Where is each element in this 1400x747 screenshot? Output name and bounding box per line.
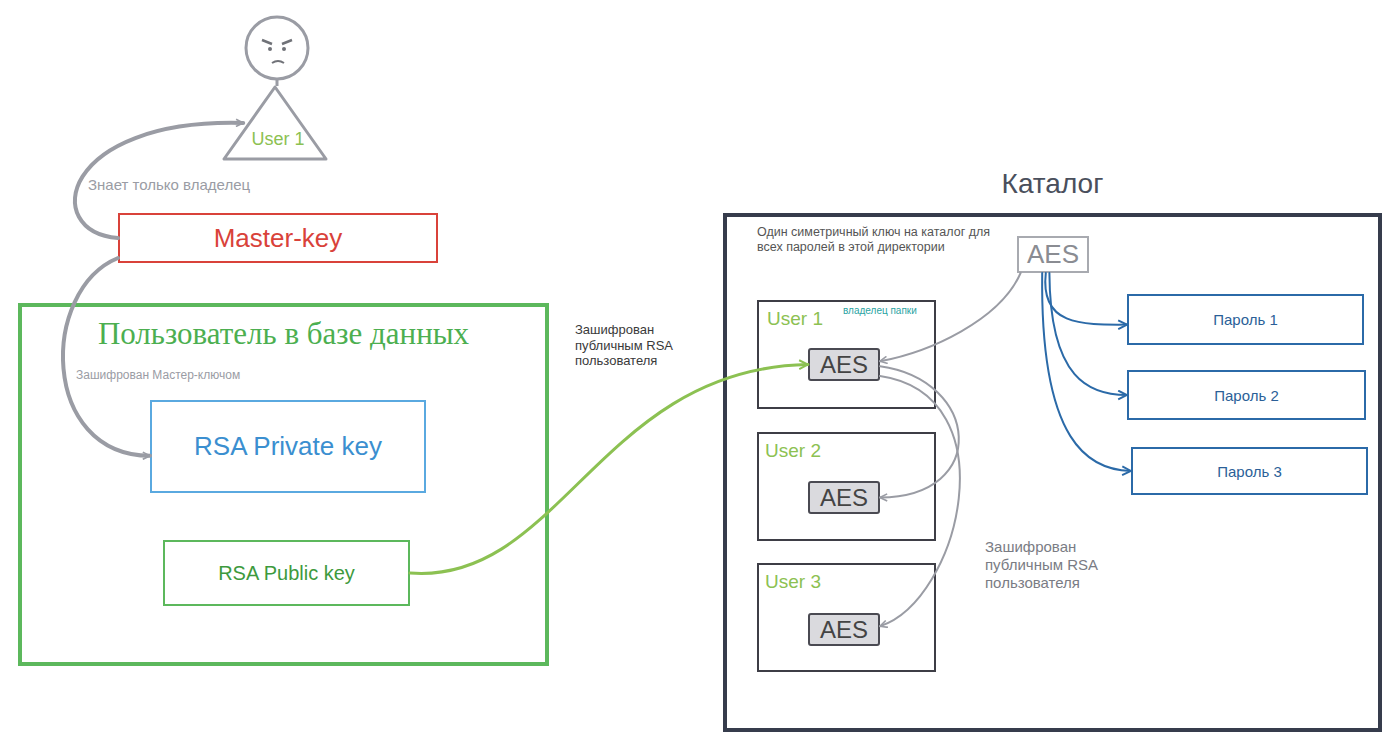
box-text: RSA Public key	[165, 542, 408, 604]
password-box: Пароль 2	[1127, 370, 1366, 420]
curved-arrow	[1049, 273, 1127, 395]
note-text: Один симетричный ключ на каталог для все…	[757, 225, 1007, 255]
edge-label: Зашифрован публичным RSA пользователя	[985, 538, 1135, 592]
triangle-outline	[222, 85, 328, 161]
group-heading: Каталог	[727, 167, 1378, 201]
box-text: Master-key	[120, 215, 436, 261]
password-box: Пароль 1	[1127, 294, 1364, 345]
curved-arrow	[880, 273, 1021, 361]
master-key-box: Master-key	[118, 213, 438, 263]
curved-arrow	[410, 365, 808, 574]
private-key-box: RSA Private key	[150, 400, 426, 493]
user-slot: User 3 AES	[757, 563, 936, 672]
catalog-group: КаталогОдин симетричный ключ на каталог …	[723, 213, 1382, 732]
curved-arrow	[1042, 273, 1131, 471]
curved-arrow	[880, 376, 960, 626]
edge-label: Зашифрован Мастер-ключом	[76, 368, 316, 382]
box-text: Пароль 3	[1133, 449, 1366, 493]
box-text: Пароль 2	[1129, 372, 1364, 418]
owner-note: владелец папки	[843, 305, 917, 317]
aes-key: AES	[808, 481, 880, 514]
password-box: Пароль 3	[1131, 447, 1368, 495]
aes-key: AES	[808, 348, 880, 381]
database-user-group: Пользователь в базе данныхRSA Private ke…	[18, 303, 549, 666]
public-key-box: RSA Public key	[163, 540, 410, 606]
aes-key: AES	[808, 613, 880, 646]
edge-label: Зашифрован публичным RSA пользователя	[575, 322, 700, 369]
group-heading: Пользователь в базе данных	[22, 315, 545, 352]
box-text: AES	[810, 483, 878, 512]
user-name: User 1	[767, 308, 823, 331]
user-name: User 3	[765, 571, 821, 594]
curved-arrow	[1045, 273, 1127, 325]
user-name: User 2	[765, 440, 821, 463]
aes-key: AES	[1017, 236, 1089, 273]
box-text: AES	[810, 615, 878, 644]
user-figure: User 1	[222, 85, 328, 161]
curved-arrow	[63, 258, 150, 456]
box-text: RSA Private key	[152, 402, 424, 491]
user-slot: User 1 владелец папкиAES	[757, 300, 936, 409]
edge-label: Знает только владелец	[88, 176, 318, 194]
user-slot: User 2 AES	[757, 432, 936, 541]
box-text: Пароль 1	[1129, 296, 1362, 343]
box-text: AES	[1019, 238, 1087, 271]
box-text: AES	[810, 350, 878, 379]
user-name: User 1	[228, 129, 328, 151]
